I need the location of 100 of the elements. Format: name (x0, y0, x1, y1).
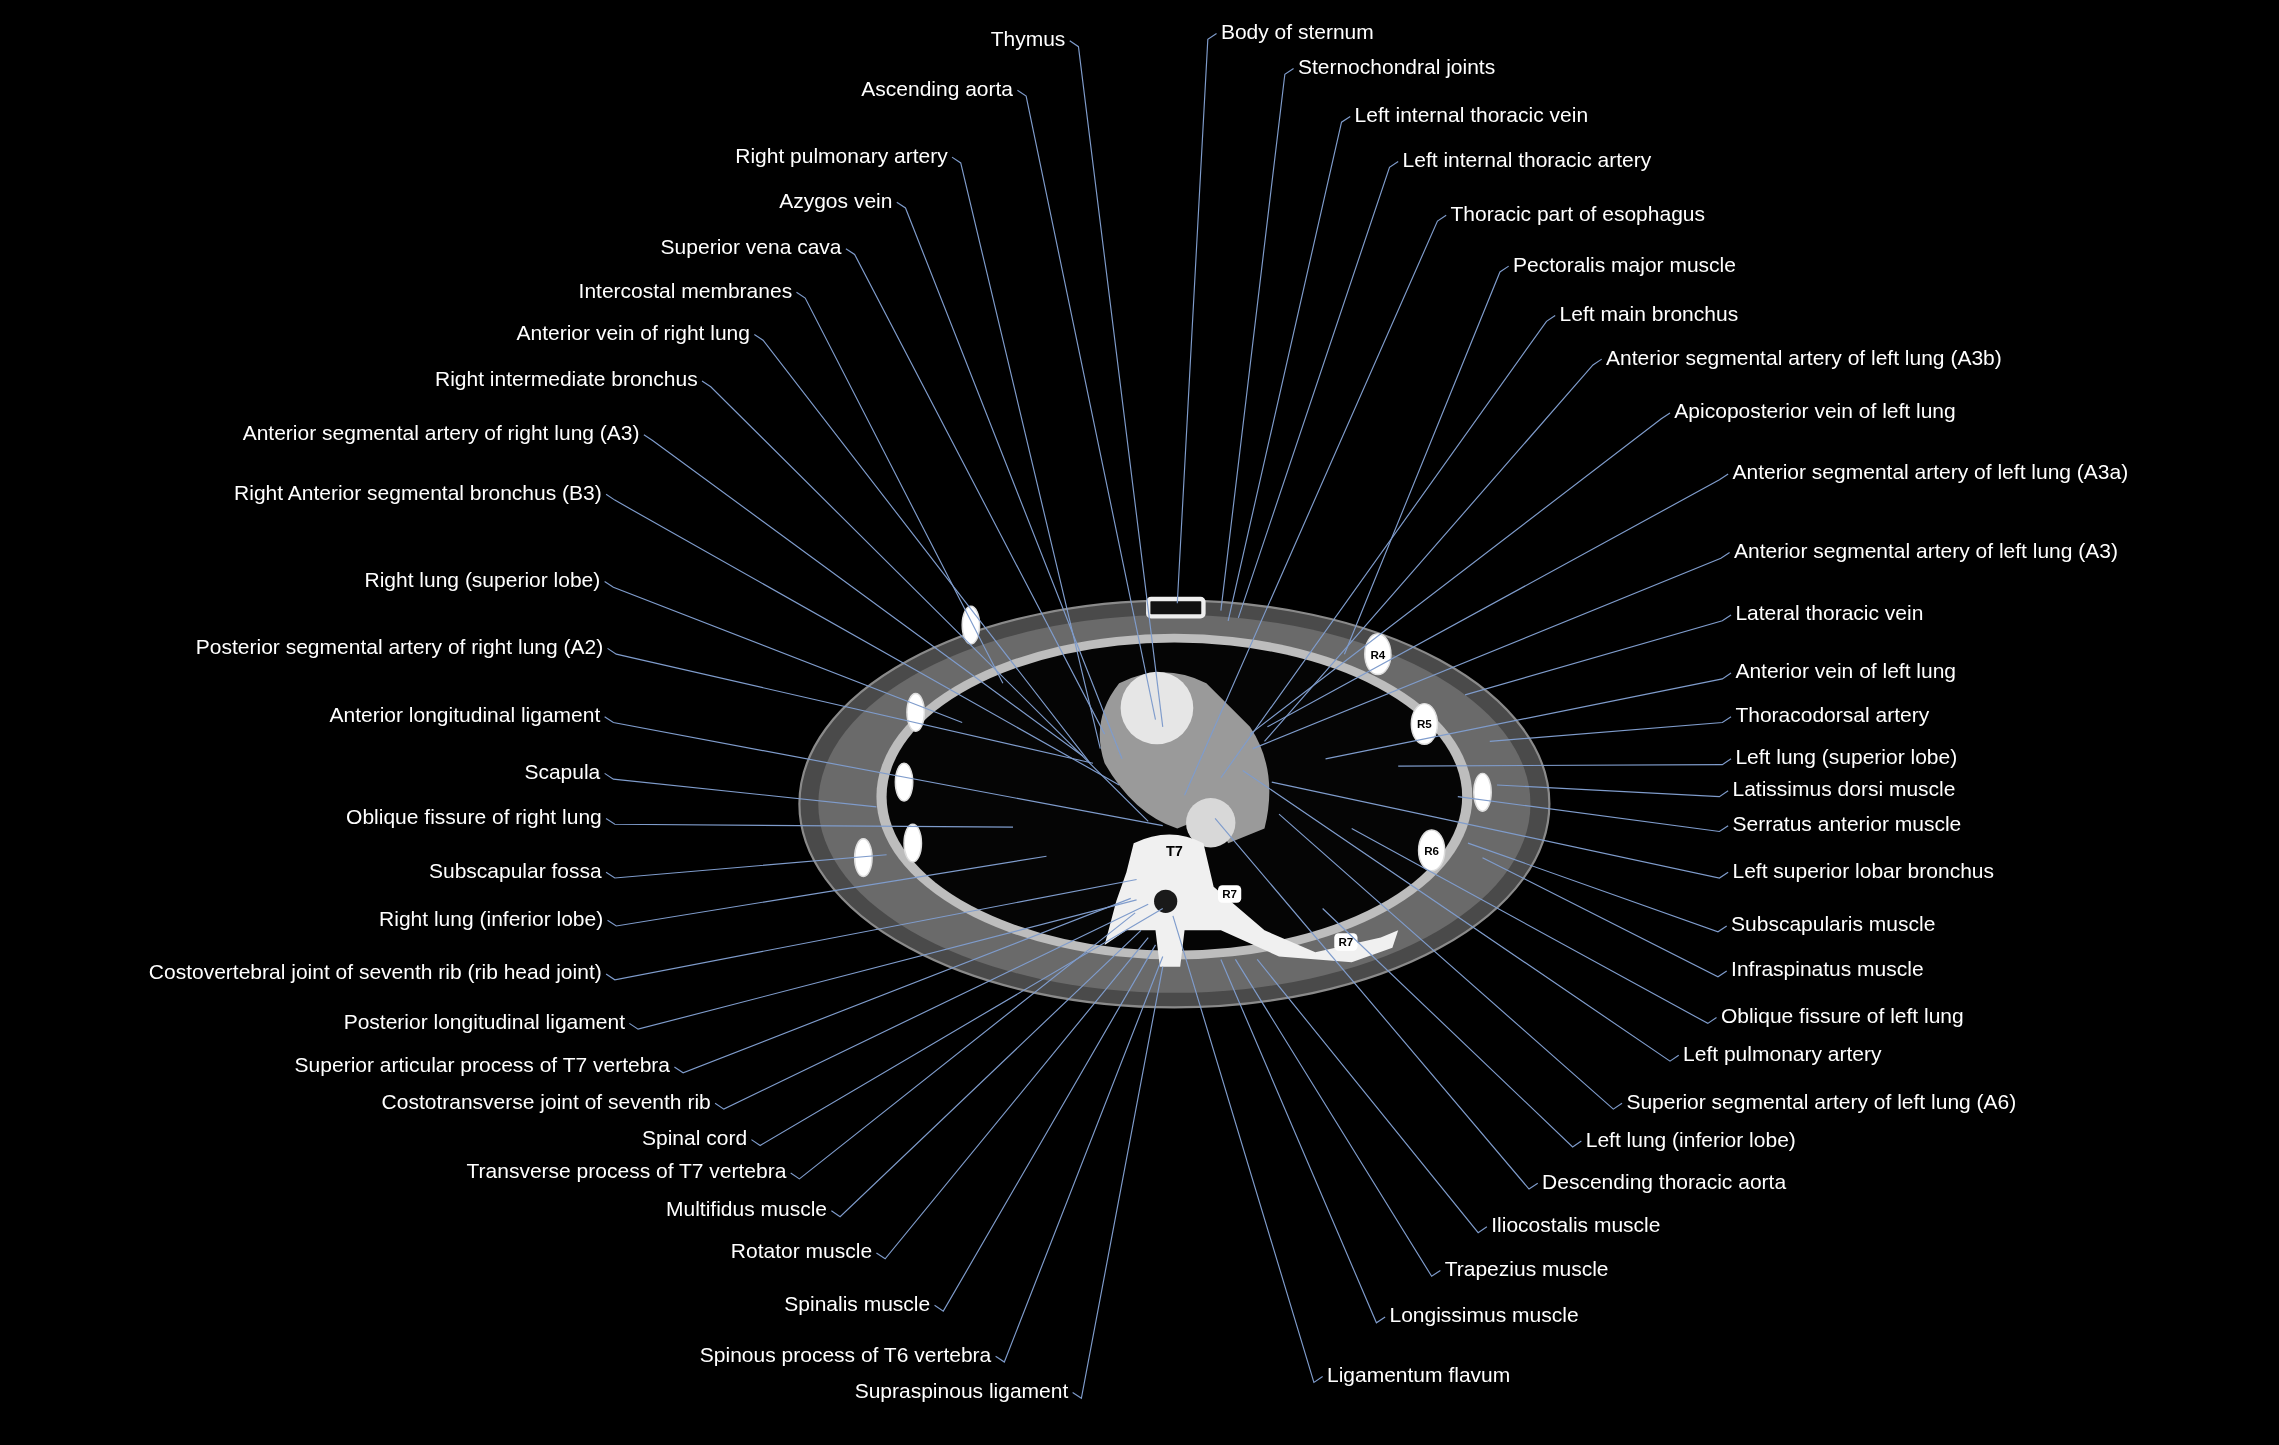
anatomy-label: Right lung (superior lobe) (364, 566, 601, 593)
anatomy-label: Anterior vein of right lung (516, 319, 750, 346)
anatomy-label: Subscapular fossa (428, 857, 602, 884)
anatomy-label: Left pulmonary artery (1683, 1040, 1882, 1067)
anatomy-label: Rotator muscle (730, 1238, 873, 1265)
anatomy-label: Thoracic part of esophagus (1450, 200, 1705, 227)
leader-line (1263, 358, 1603, 742)
leader-line (933, 944, 1157, 1312)
leader-line (1072, 966, 1164, 1400)
leader-line (790, 912, 1136, 1180)
leader-line (1278, 813, 1623, 1110)
anatomy-label: Pectoralis major muscle (1513, 251, 1736, 278)
leader-line (1249, 412, 1671, 735)
leader-line (1464, 614, 1732, 696)
leader-line (1016, 89, 1157, 721)
leader-line (1234, 958, 1441, 1278)
leader-line (1242, 769, 1680, 1062)
anatomy-label: Oblique fissure of left lung (1720, 1002, 1964, 1029)
anatomy-label: Left internal thoracic artery (1402, 146, 1652, 173)
anatomy-label: Trapezius muscle (1444, 1255, 1609, 1282)
anatomy-label: Right lung (inferior lobe) (379, 905, 604, 932)
anatomy-label: Intercostal membranes (578, 277, 793, 304)
anatomy-label: Supraspinous ligament (854, 1377, 1069, 1404)
anatomy-label: Serratus anterior muscle (1732, 811, 1962, 838)
anatomy-label: Superior segmental artery of left lung (A6) (1626, 1088, 2017, 1115)
anatomy-label: Costotransverse joint of seventh rib (381, 1088, 711, 1115)
anatomy-label: Ascending aorta (861, 75, 1014, 102)
leader-line (753, 333, 1091, 764)
rib-label: R7 (1222, 887, 1238, 901)
leader-line (1266, 473, 1729, 728)
leader-line (1176, 33, 1218, 604)
leader-line (1481, 857, 1728, 978)
leader-line (1351, 828, 1718, 1025)
rib-label: R4 (1370, 647, 1386, 661)
anatomy-label: Left lung (inferior lobe) (1585, 1126, 1796, 1153)
leader-line (951, 156, 1101, 750)
anatomy-label: Anterior vein of left lung (1735, 658, 1957, 685)
anatomy-label: Sternochondral joints (1297, 53, 1496, 80)
leader-line (875, 937, 1149, 1260)
vertebra-label: T7 (1165, 843, 1183, 860)
leader-line (1252, 551, 1731, 750)
anatomy-label: Spinal cord (642, 1125, 748, 1152)
anatomy-label: Right pulmonary artery (735, 142, 948, 169)
leader-line (750, 907, 1164, 1147)
leader-line (1220, 67, 1295, 612)
leader-line (605, 493, 1120, 786)
leader-line (1489, 716, 1732, 742)
leader-line (1220, 958, 1386, 1324)
anatomy-label: Anterior longitudinal ligament (329, 702, 601, 729)
anatomy-label: Left internal thoracic vein (1354, 101, 1589, 128)
anatomy-label: Lateral thoracic vein (1735, 600, 1924, 627)
leader-line (604, 772, 877, 808)
leader-line (995, 955, 1164, 1363)
leader-line (1271, 781, 1729, 879)
anatomy-label: Superior articular process of T7 vertebra (294, 1052, 671, 1079)
leader-line (1256, 958, 1488, 1234)
leader-line (1322, 907, 1582, 1148)
anatomy-label: Superior vena cava (660, 234, 842, 261)
leader-line (795, 291, 1004, 684)
anatomy-label: Posterior segmental artery of right lung (A2) (195, 633, 604, 660)
anatomy-label: Spinous process of T6 vertebra (699, 1341, 992, 1368)
leader-line (605, 854, 888, 879)
leader-line (1324, 672, 1732, 760)
leader-line (605, 817, 1014, 828)
leader-line (605, 878, 1138, 981)
rib-label: R6 (1424, 843, 1440, 857)
anatomy-label: Spinalis muscle (784, 1290, 931, 1317)
leader-line (606, 855, 1048, 927)
leader-line (628, 899, 1138, 1030)
leader-line (1496, 784, 1729, 798)
leader-line (1172, 915, 1324, 1384)
leader-line (1184, 214, 1447, 796)
anatomy-label: Left lung (superior lobe) (1735, 744, 1958, 771)
anatomy-label: Longissimus muscle (1389, 1302, 1579, 1329)
anatomy-label: Right Anterior segmental bronchus (B3) (234, 479, 602, 506)
leader-line (604, 716, 1164, 827)
leader-line (1214, 817, 1539, 1190)
anatomy-label: Scapula (524, 758, 601, 785)
anatomy-label: Anterior segmental artery of left lung (A3) (1733, 537, 2118, 564)
leader-line (830, 929, 1142, 1218)
leader-line (1397, 758, 1732, 767)
leader-line (606, 647, 1094, 764)
leader-line (1237, 160, 1399, 619)
anatomy-label: Right intermediate bronchus (435, 366, 698, 393)
leader-line (1069, 40, 1164, 728)
leader-line (604, 580, 963, 724)
leader-line (1227, 115, 1351, 622)
anatomy-label: Apicoposterior vein of left lung (1674, 398, 1956, 425)
anatomy-label: Azygos vein (779, 187, 893, 214)
anatomy-label: Anterior segmental artery of left lung (A3b) (1606, 344, 2002, 371)
anatomy-label: Subscapularis muscle (1731, 911, 1936, 938)
anatomy-label: Transverse process of T7 vertebra (466, 1158, 787, 1185)
anatomy-label: Anterior segmental artery of left lung (A3a) (1732, 459, 2129, 486)
leader-line (714, 903, 1149, 1110)
leader-line (896, 201, 1123, 760)
anatomy-label: Oblique fissure of right lung (346, 803, 602, 830)
anatomy-label: Descending thoracic aorta (1542, 1168, 1787, 1195)
leader-line (673, 897, 1132, 1074)
anatomy-label: Body of sternum (1220, 18, 1374, 45)
anatomy-label: Posterior longitudinal ligament (343, 1008, 625, 1035)
